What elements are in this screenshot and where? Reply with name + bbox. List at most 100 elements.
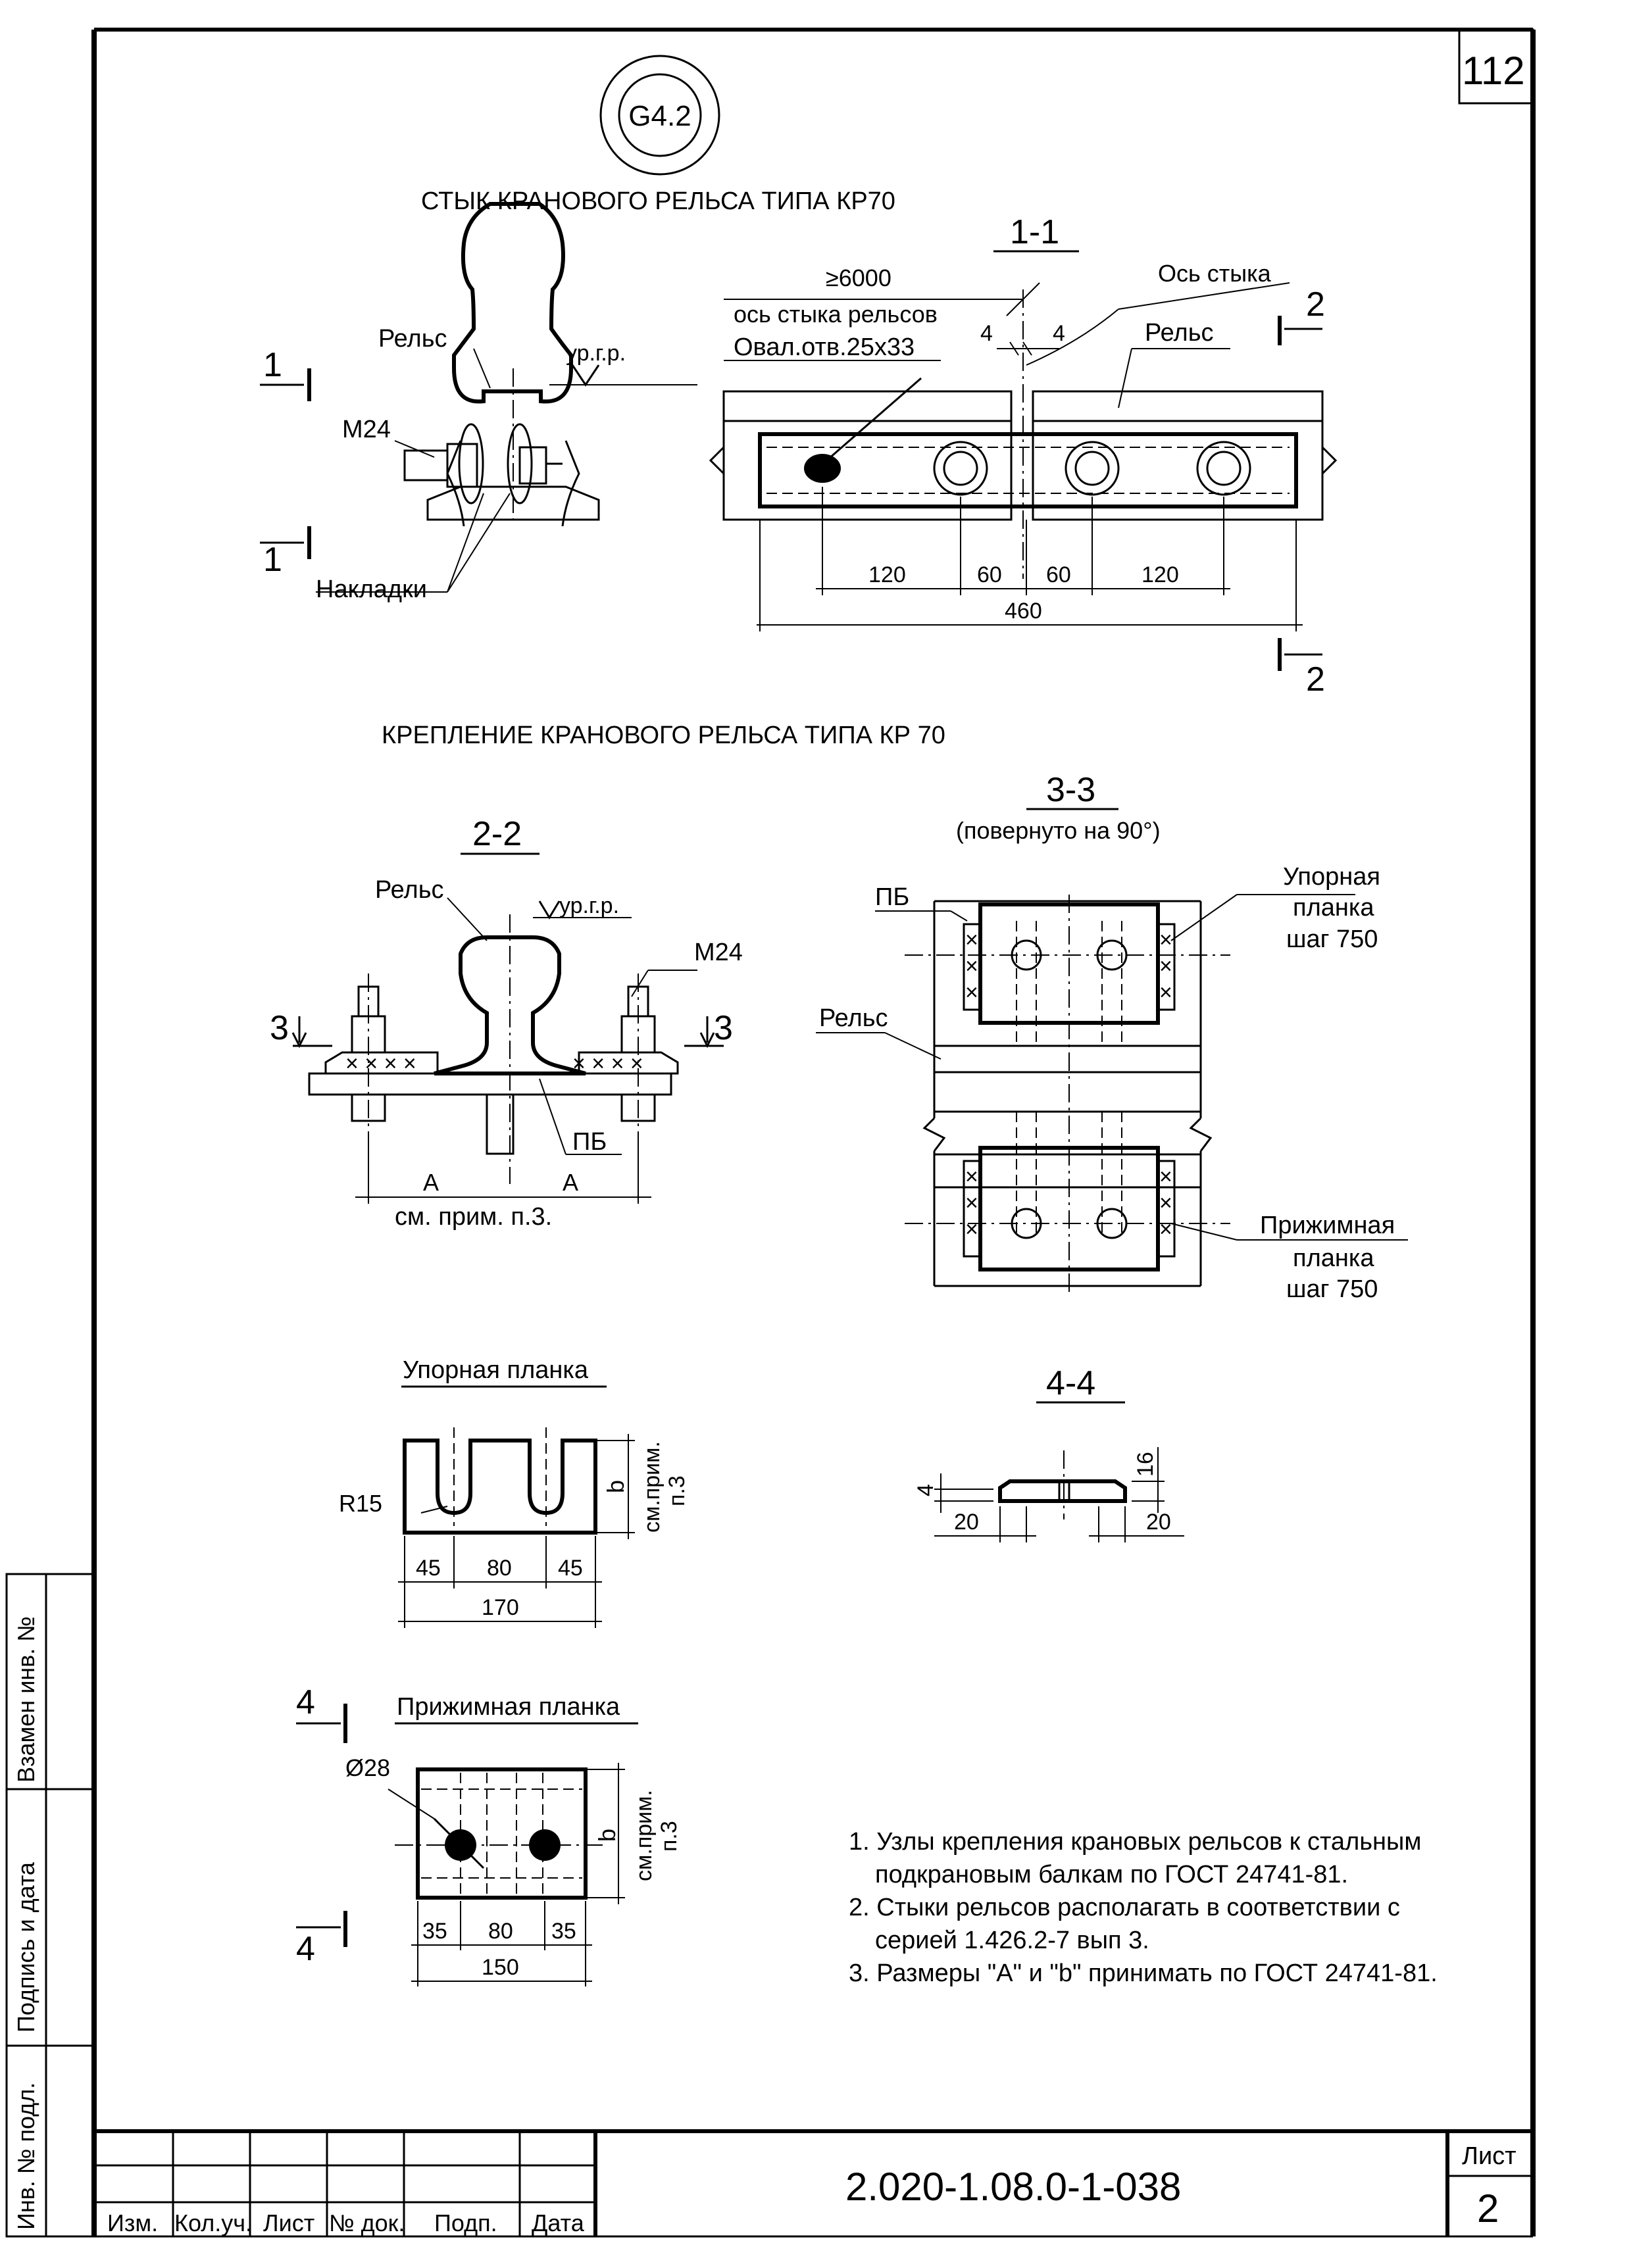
section-2-2-note-ref: см. прим. п.3.	[395, 1203, 552, 1231]
section-2-2-title: 2-2	[472, 815, 522, 853]
clamp-plate-dim-35-right: 35	[551, 1919, 576, 1944]
stamp-inv-replaced: Взамен инв. №	[13, 1616, 39, 1783]
cut-mark-4-top: 4	[296, 1683, 315, 1721]
svg-text:×: ×	[965, 1191, 978, 1216]
section-3-3-drawing: × × × × × × × × × × × ×	[816, 894, 1408, 1296]
svg-text:×: ×	[1159, 954, 1172, 979]
title-col-sign: Подп.	[434, 2209, 497, 2236]
dim-60-right: 60	[1046, 562, 1071, 587]
svg-text:×: ×	[965, 927, 978, 952]
svg-text:×: ×	[1159, 1191, 1172, 1216]
node-mark: G4.2	[628, 100, 691, 132]
joint-title: СТЫК КРАНОВОГО РЕЛЬСА ТИПА КР70	[421, 187, 895, 215]
svg-text:×: ×	[1159, 980, 1172, 1005]
clamp-plate-title: Прижимная планка	[397, 1693, 620, 1721]
note-line-1: 1. Узлы крепления крановых рельсов к ста…	[849, 1828, 1421, 1856]
stop-plate-title: Упорная планка	[403, 1356, 589, 1384]
document-code: 2.020-1.08.0-1-038	[845, 2165, 1181, 2209]
section-3-3-pb-label: ПБ	[875, 883, 909, 911]
cut-mark-3-right: 3	[714, 1009, 733, 1047]
title-sheet-value: 2	[1477, 2186, 1499, 2231]
end-view-bolt-label: М24	[342, 416, 391, 443]
svg-text:× × × ×: × × × ×	[572, 1051, 643, 1076]
stop-plate-note-1: см.прим.	[640, 1441, 665, 1533]
section-1-1-title: 1-1	[1010, 213, 1059, 251]
clamp-plate-dim-150: 150	[482, 1955, 519, 1980]
section-2-2-rail-label: Рельс	[375, 876, 444, 904]
stop-plate-dim-80: 80	[487, 1556, 512, 1581]
dim-a-right: А	[563, 1169, 578, 1196]
fastening-title: КРЕПЛЕНИЕ КРАНОВОГО РЕЛЬСА ТИПА КР 70	[382, 722, 945, 749]
cut-mark-1-bottom: 1	[263, 541, 282, 579]
section-4-4-dim-16: 16	[1133, 1452, 1158, 1477]
dim-min-6000: ≥6000	[826, 264, 891, 291]
node-mark-icon	[599, 55, 720, 176]
svg-text:×: ×	[965, 980, 978, 1005]
sheet-number: 112	[1462, 49, 1525, 93]
section-3-3-subtitle: (повернуто на 90°)	[956, 817, 1161, 844]
clamp-plate-drawing	[296, 1704, 625, 1986]
section-4-4-title: 4-4	[1046, 1364, 1095, 1402]
section-1-1-rail-label: Рельс	[1145, 319, 1214, 347]
stamp-sign-date: Подпись и дата	[13, 1861, 39, 2033]
stop-plate-dim-45-right: 45	[558, 1556, 583, 1581]
cut-mark-1-top: 1	[263, 346, 282, 384]
note-line-2: подкрановым балкам по ГОСТ 24741-81.	[875, 1861, 1348, 1888]
dim-460: 460	[1005, 599, 1042, 624]
svg-text:×: ×	[965, 1164, 978, 1189]
clamp-plate-label-2: планка	[1293, 1245, 1374, 1272]
section-2-2-bolt-label: М24	[694, 939, 743, 966]
clamp-plate-hole: Ø28	[345, 1754, 390, 1781]
clamp-plate-note-1: см.прим.	[632, 1790, 657, 1881]
section-4-4-drawing	[934, 1447, 1184, 1542]
stop-plate-label-3: шаг 750	[1286, 925, 1378, 953]
stop-plate-drawing	[398, 1427, 635, 1628]
end-view-plates-label: Накладки	[316, 576, 427, 603]
title-col-date: Дата	[532, 2209, 585, 2236]
oval-hole-label: Овал.отв.25х33	[734, 333, 915, 361]
cut-mark-2-bottom: 2	[1306, 660, 1325, 699]
stop-plate-label-2: планка	[1293, 894, 1374, 922]
stop-plate-radius: R15	[339, 1490, 382, 1517]
note-line-4: серией 1.426.2-7 вып 3.	[875, 1927, 1149, 1954]
end-view-rail-label: Рельс	[378, 325, 447, 353]
joint-axis-label: Ось стыка	[1158, 260, 1272, 287]
title-col-doc: № док.	[329, 2209, 405, 2236]
note-line-3: 2. Стыки рельсов располагать в соответст…	[849, 1894, 1400, 1921]
dim-120-left: 120	[868, 562, 906, 587]
gap-right: 4	[1053, 321, 1065, 346]
stop-plate-note-2: п.3	[665, 1475, 690, 1506]
clamp-plate-note-2: п.3	[657, 1821, 682, 1852]
clamp-plate-dim-80: 80	[488, 1919, 513, 1944]
dim-120-right: 120	[1142, 562, 1179, 587]
stop-plate-dim-170: 170	[482, 1595, 519, 1620]
rail-joint-end-view	[260, 202, 697, 593]
section-2-2-pb-label: ПБ	[572, 1128, 607, 1156]
gap-left: 4	[980, 321, 993, 346]
svg-text:×: ×	[1159, 927, 1172, 952]
section-3-3-rail-label: Рельс	[819, 1004, 888, 1032]
title-block	[94, 2129, 1533, 2236]
stamp-inv-original: Инв. № подл.	[13, 2083, 39, 2230]
section-4-4-dim-20-right: 20	[1146, 1510, 1171, 1535]
svg-text:×: ×	[965, 954, 978, 979]
note-line-5: 3. Размеры "А" и "b" принимать по ГОСТ 2…	[849, 1960, 1438, 1987]
title-col-qty: Кол.уч.	[174, 2209, 252, 2236]
section-4-4-dim-4: 4	[913, 1484, 938, 1496]
cut-mark-3-left: 3	[270, 1009, 289, 1047]
end-view-level-label: ур.г.р.	[566, 341, 626, 366]
section-4-4-dim-20-left: 20	[954, 1510, 979, 1535]
section-2-2-level-label: ур.г.р.	[559, 893, 619, 918]
cut-mark-2-top: 2	[1306, 285, 1325, 324]
svg-text:×: ×	[1159, 1217, 1172, 1242]
clamp-plate-dim-b: b	[593, 1829, 620, 1842]
side-stamp	[5, 1573, 95, 2238]
clamp-plate-label-1: Прижимная	[1260, 1212, 1395, 1239]
svg-text:×: ×	[965, 1217, 978, 1242]
section-1-1-drawing	[709, 282, 1338, 671]
title-sheet-label: Лист	[1462, 2142, 1517, 2170]
dim-joint-axis-note: ось стыка рельсов	[734, 301, 938, 328]
stop-plate-label-1: Упорная	[1283, 863, 1380, 891]
svg-text:×: ×	[1159, 1164, 1172, 1189]
